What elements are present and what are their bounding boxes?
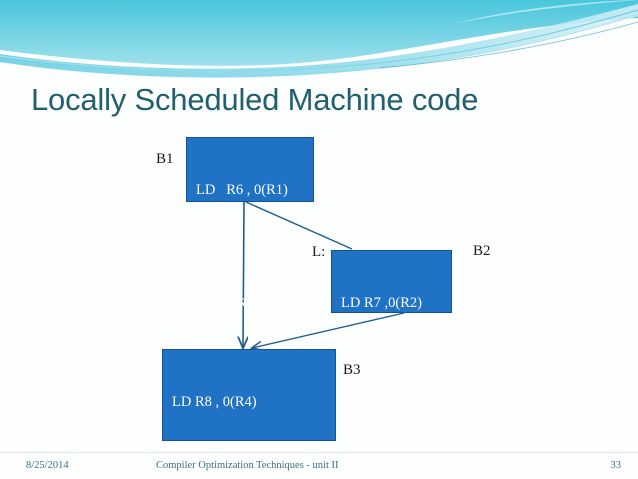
footer-date: 8/25/2014	[26, 460, 69, 471]
wave-band-secondary	[0, 4, 638, 78]
code-line: nop	[196, 239, 218, 255]
code-line: BEQZ R6 , L	[196, 296, 275, 312]
code-line: nop	[172, 451, 194, 467]
block-label-b1: B1	[156, 151, 174, 167]
code-block-b1: LD R6 , 0(R1) nop BEQZ R6 , L	[186, 137, 314, 312]
block-label-b3: B3	[343, 362, 361, 378]
wave-header-decoration	[0, 0, 638, 80]
wave-graphic	[0, 0, 638, 78]
code-line: LD R8 , 0(R4)	[172, 394, 257, 410]
wave-stroke-two	[0, 13, 638, 76]
code-line: LD R7 ,0(R2)	[341, 295, 422, 311]
code-line: nop	[341, 352, 363, 368]
slide-footer: 8/25/2014 Compiler Optimization Techniqu…	[0, 452, 638, 479]
wave-stroke-three	[379, 21, 638, 69]
wave-band-primary	[0, 0, 638, 66]
page-title: Locally Scheduled Machine code	[31, 82, 479, 117]
footer-title: Compiler Optimization Techniques - unit …	[156, 460, 339, 471]
code-block-b2: LD R7 ,0(R2) nop ST 0(R3),R7	[331, 250, 452, 425]
wave-stroke-one	[0, 9, 638, 72]
code-line: ST 0(R3),R7	[341, 409, 416, 425]
footer-page-number: 33	[610, 460, 622, 471]
branch-target-label: L:	[312, 244, 326, 260]
block-label-b2: B2	[473, 243, 491, 259]
code-block-b3: LD R8 , 0(R4) nop ADD R8,R8,R8 ST 0(R5),…	[162, 349, 336, 467]
code-line: LD R6 , 0(R1)	[196, 182, 288, 198]
